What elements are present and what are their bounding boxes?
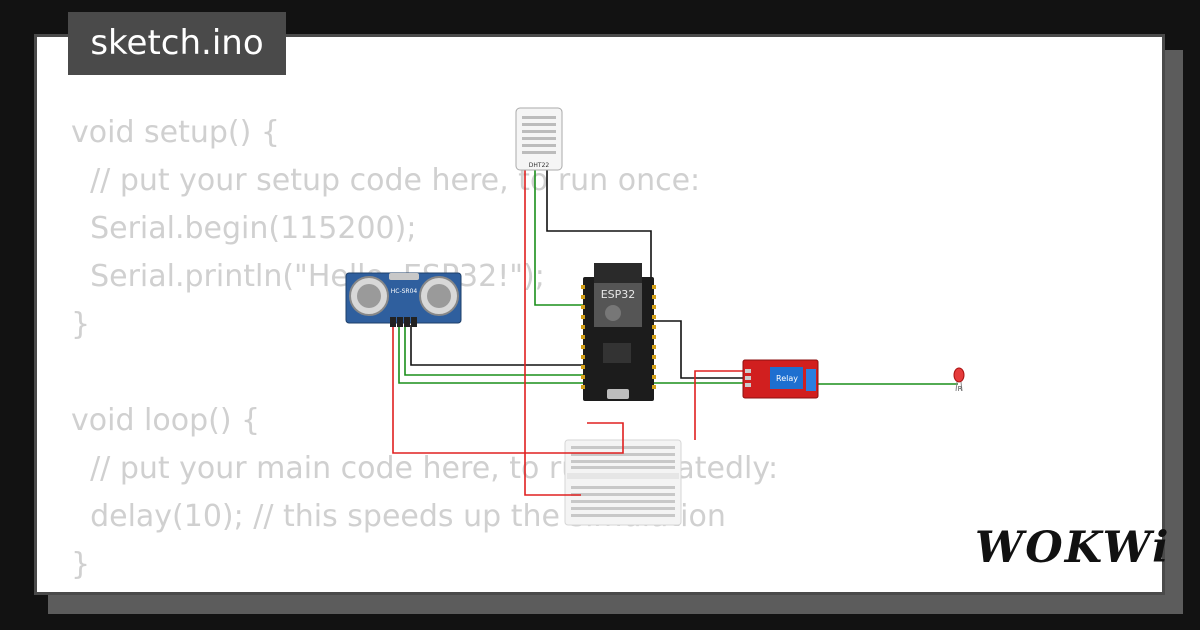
code-line: Serial.println("Hello, ESP32!"); [71,259,545,294]
wire-red [524,168,581,496]
code-line: } [71,307,91,342]
code-line: void loop() { [71,403,261,438]
code-line: void setup() { [71,115,280,150]
breadboard[interactable] [564,439,682,526]
dht22-sensor[interactable]: DHT22 [515,107,563,171]
code-editor: void setup() { // put your setup code he… [71,109,778,589]
wire-green [398,325,585,384]
esp32-label: ESP32 [601,288,636,301]
relay-label: Relay [776,374,798,383]
code-line: Serial.begin(115200); [71,211,417,246]
circuit-diagram: DHT22 HC-SR04 ESP32 [345,107,965,526]
wire-red [392,325,624,454]
ultrasonic-sensor[interactable]: HC-SR04 [345,272,462,327]
led-label: R [958,385,963,393]
wire-black [653,320,743,379]
code-line: // put your setup code here, to run once… [71,163,701,198]
ultrasonic-label: HC-SR04 [391,288,418,295]
relay-module[interactable]: Relay [742,359,819,399]
wokwi-logo: WOKWi [975,523,1171,573]
wires [392,168,958,496]
esp32-board[interactable]: ESP32 [581,263,656,401]
sketch-title: sketch.ino [68,12,286,75]
wire-green [534,168,585,306]
wire-green [404,325,585,376]
dht22-label: DHT22 [529,162,550,169]
preview-card: void setup() { // put your setup code he… [34,34,1165,595]
code-line: } [71,547,91,582]
wire-black [410,325,585,366]
led[interactable]: R [953,367,965,393]
wire-black [546,168,652,285]
wire-red [694,370,743,440]
